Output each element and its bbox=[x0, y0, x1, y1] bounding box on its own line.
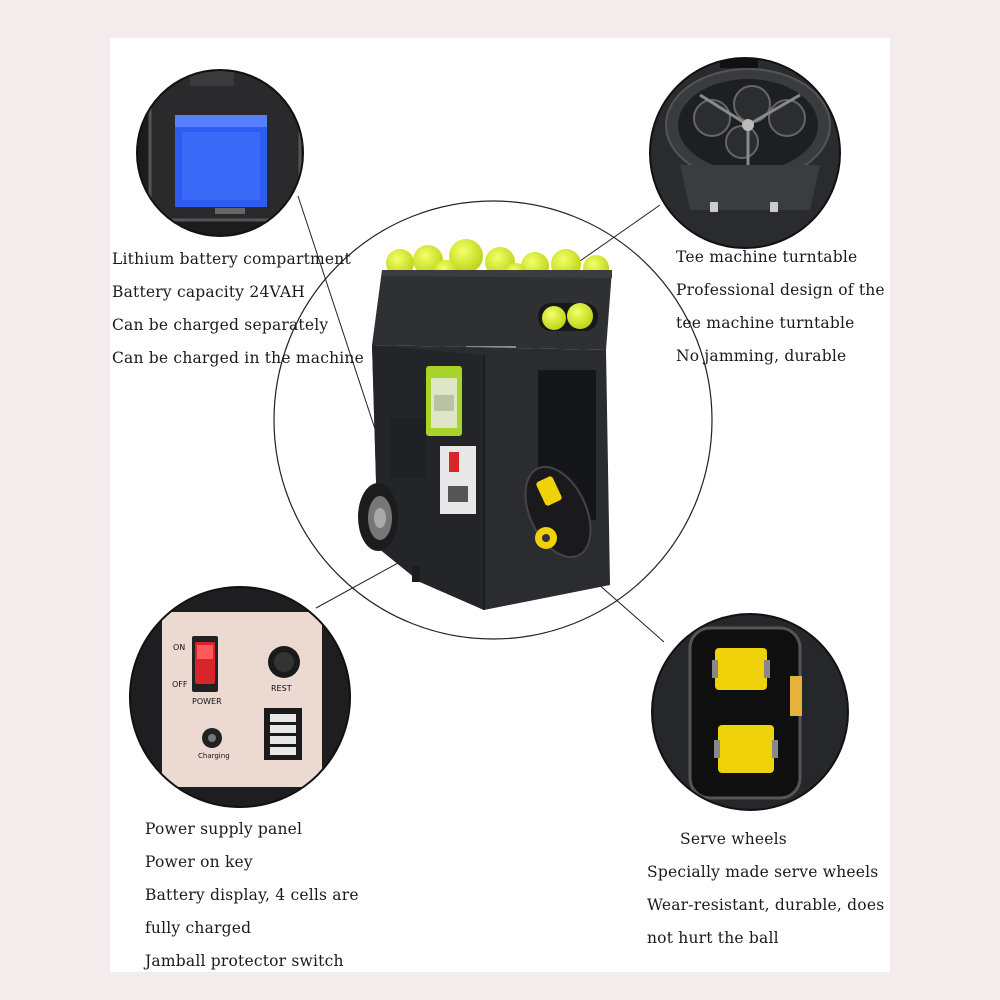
battery-annotation: Lithium battery compartment Battery capa… bbox=[112, 243, 364, 375]
charging-label: Charging bbox=[198, 752, 230, 760]
turntable-annotation: Tee machine turntable Professional desig… bbox=[676, 241, 885, 373]
turntable-line: No jamming, durable bbox=[676, 347, 847, 365]
battery-cell bbox=[270, 714, 296, 722]
battery-line: Can be charged separately bbox=[112, 316, 329, 334]
wheels-line: not hurt the ball bbox=[647, 929, 779, 947]
power-line: Power on key bbox=[145, 853, 253, 871]
wheels-annotation: Serve wheels Specially made serve wheels… bbox=[647, 823, 884, 955]
power-line: fully charged bbox=[145, 919, 252, 937]
turntable-line: Professional design of the bbox=[676, 281, 885, 299]
power-line: Battery display, 4 cells are bbox=[145, 886, 359, 904]
power-line: Jamball protector switch bbox=[145, 952, 344, 970]
rest-label: REST bbox=[271, 684, 292, 693]
power-annotation: Power supply panel Power on key Battery … bbox=[145, 813, 359, 978]
battery-cell bbox=[270, 736, 296, 744]
machine-wheel bbox=[358, 483, 398, 551]
off-label: OFF bbox=[172, 680, 188, 689]
serve-mechanism bbox=[524, 465, 592, 559]
center-circle bbox=[273, 200, 713, 640]
wheels-line: Serve wheels bbox=[680, 830, 787, 848]
turntable-line: tee machine turntable bbox=[676, 314, 855, 332]
on-label: ON bbox=[173, 643, 186, 652]
turntable-line: Tee machine turntable bbox=[676, 248, 858, 266]
battery-line: Lithium battery compartment bbox=[112, 250, 351, 268]
serve-wheels-photo bbox=[652, 614, 848, 810]
power-label: POWER bbox=[192, 697, 222, 706]
power-line: Power supply panel bbox=[145, 820, 303, 838]
wheels-line: Wear-resistant, durable, does bbox=[647, 896, 885, 914]
power-panel-photo bbox=[130, 587, 350, 807]
battery-line: Battery capacity 24VAH bbox=[112, 283, 305, 301]
battery-cell bbox=[270, 725, 296, 733]
battery-compartment-photo bbox=[137, 70, 303, 236]
battery-cell bbox=[270, 747, 296, 755]
turntable-photo bbox=[650, 58, 840, 248]
battery-cells bbox=[270, 714, 296, 755]
battery-line: Can be charged in the machine bbox=[112, 349, 364, 367]
wheels-line: Specially made serve wheels bbox=[647, 863, 879, 881]
ball-machine bbox=[358, 239, 612, 610]
